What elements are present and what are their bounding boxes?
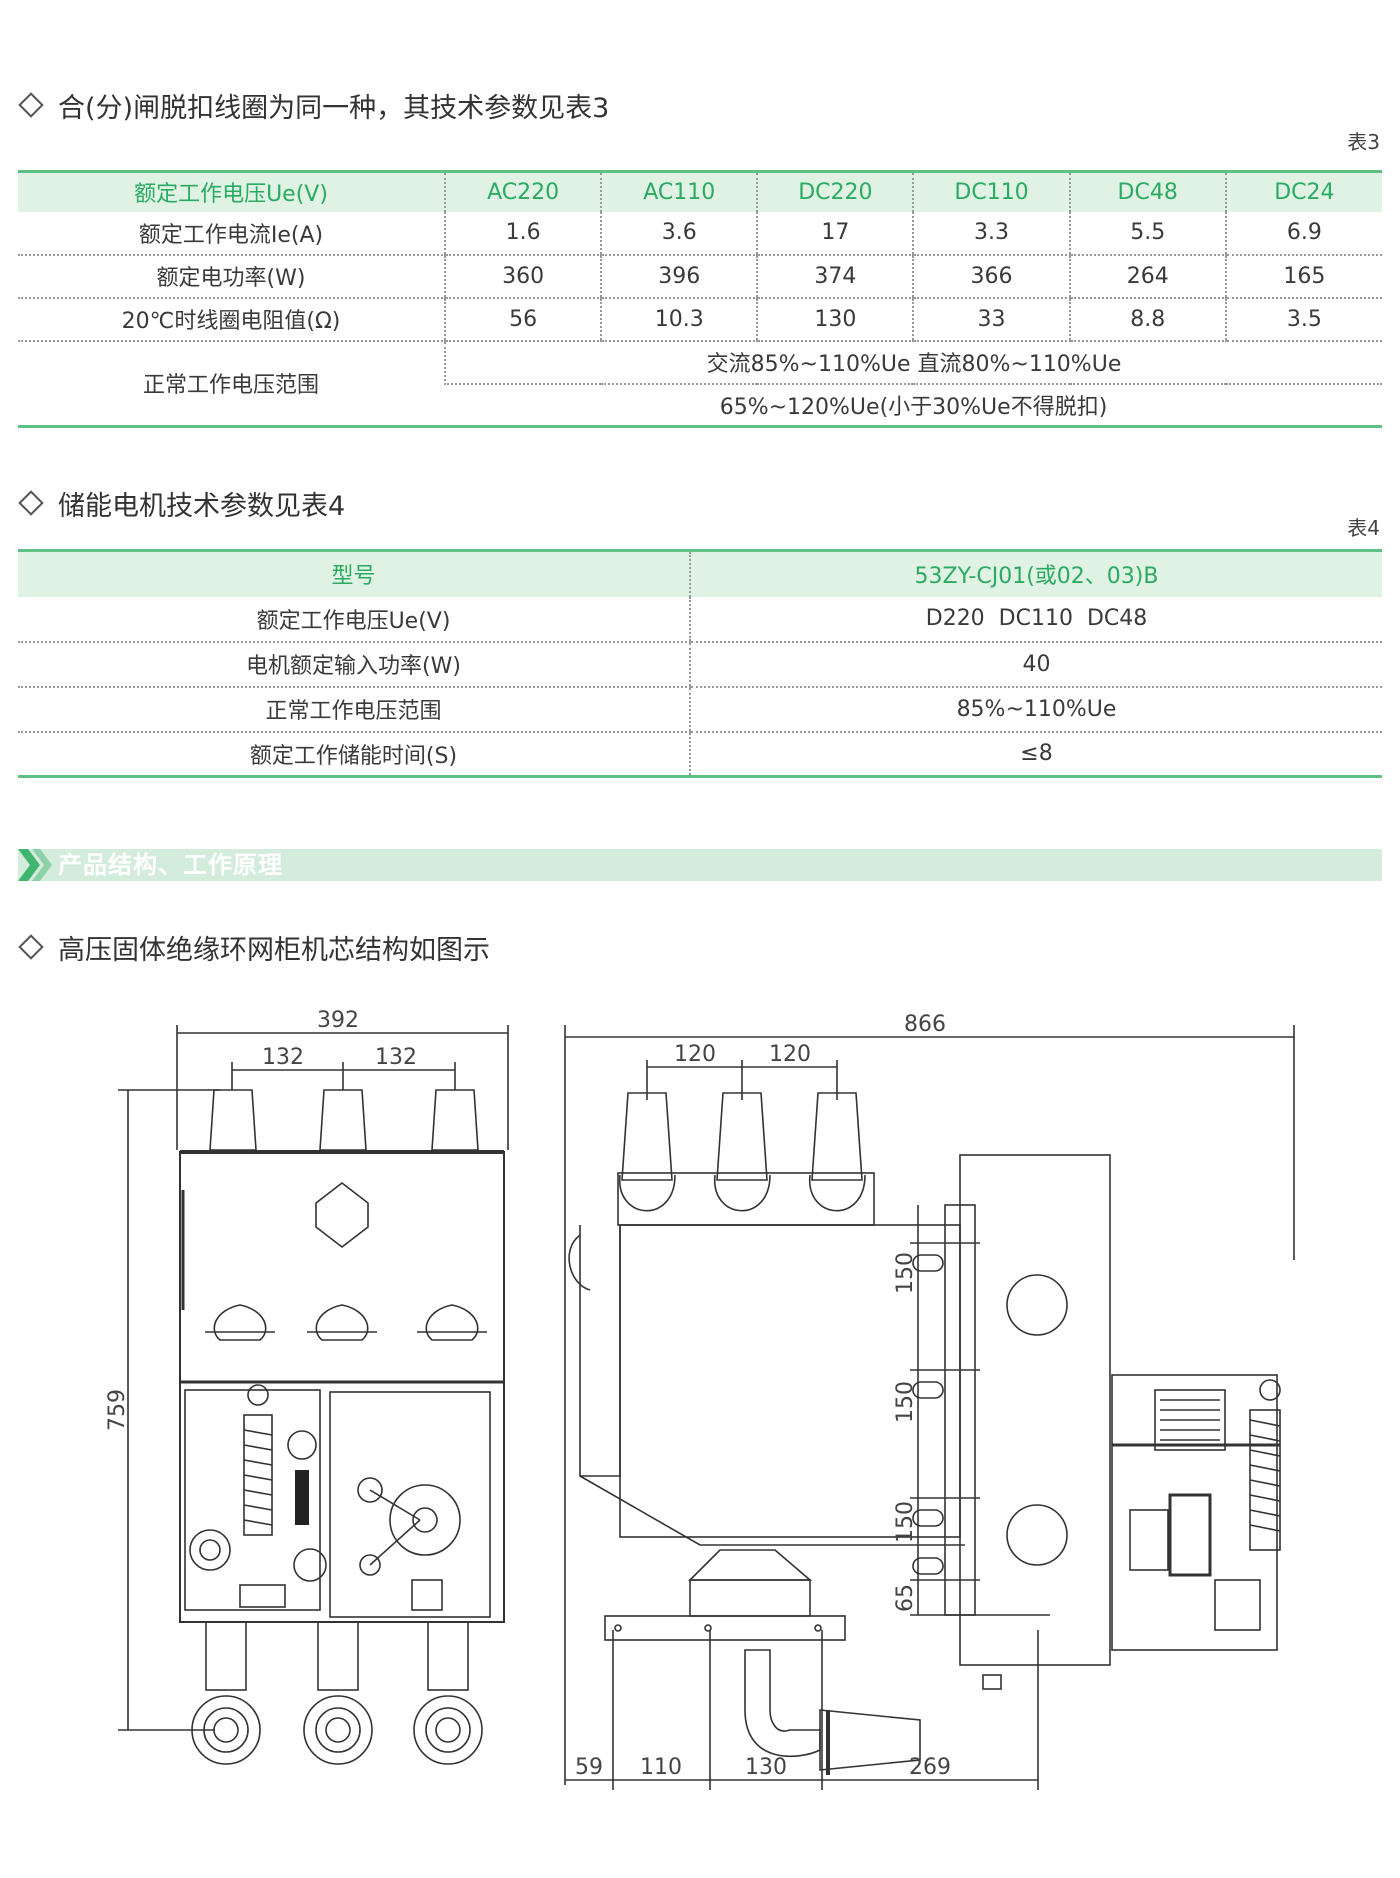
row-label: 额定工作电流Ie(A) [18,211,445,256]
left-view [118,1025,509,1765]
dim-label: 120 [674,1042,716,1067]
table-cell: 56 [443,297,602,342]
dim-label: 132 [375,1045,417,1070]
diamond-bullet-icon [18,490,44,516]
table-cell: 130 [756,297,914,342]
dim-label: 150 [893,1252,918,1294]
table-row: 电机额定输入功率(W) 40 [18,641,1382,688]
diamond-bullet-icon [18,934,44,960]
header-cell: AC220 [443,170,602,212]
table-cell: 396 [600,254,758,299]
dim-label: 130 [745,1755,787,1780]
header-cell: DC220 [756,170,914,212]
dim-label: 65 [893,1584,918,1612]
table-cell: 264 [1068,254,1226,299]
table-cell: 5.5 [1068,211,1226,256]
table-cell: 10.3 [600,297,758,342]
table-header-row: 型号 53ZY-CJ01(或02、03)B [18,549,1382,597]
table-row: 额定工作电流Ie(A) 1.6 3.6 17 3.3 5.5 6.9 [18,211,1382,256]
dim-label: 150 [893,1501,918,1543]
table-cell: 3.3 [912,211,1070,256]
table-cell: 374 [756,254,914,299]
table-cell: 6.9 [1224,211,1382,256]
table-cell: ≤8 [689,731,1382,778]
section-heading-motor: 储能电机技术参数见表4 [18,484,345,523]
section-heading-structure: 高压固体绝缘环网柜机芯结构如图示 [18,928,490,967]
table-cell: 40 [689,641,1382,688]
motor-spec-table: 型号 53ZY-CJ01(或02、03)B 额定工作电压Ue(V) D220 D… [18,549,1382,778]
dim-label: 392 [317,1008,359,1033]
table-row: 正常工作电压范围 交流85%~110%Ue 直流80%~110%Ue [18,340,1382,428]
coil-spec-table: 额定工作电压Ue(V) AC220 AC110 DC220 DC110 DC48… [18,170,1382,428]
banner-title: 产品结构、工作原理 [58,851,283,879]
table-cell: 360 [443,254,602,299]
header-cell: DC110 [912,170,1070,212]
table-cell: 17 [756,211,914,256]
section-banner: 产品结构、工作原理 [18,849,1382,881]
row-label: 额定工作储能时间(S) [18,731,690,778]
dim-label: 120 [769,1042,811,1067]
header-cell: 额定工作电压Ue(V) [18,170,445,212]
section-heading-coil: 合(分)闸脱扣线圈为同一种，其技术参数见表3 [18,86,609,125]
table-row: 额定工作电压Ue(V) D220 DC110 DC48 [18,596,1382,643]
table-cell: D220 DC110 DC48 [689,596,1382,643]
dim-label: 150 [893,1381,918,1423]
table-cell: 165 [1224,254,1382,299]
row-label: 正常工作电压范围 [18,686,690,733]
table-label: 表4 [1347,516,1380,540]
dim-label: 269 [909,1755,951,1780]
table-header-row: 额定工作电压Ue(V) AC220 AC110 DC220 DC110 DC48… [18,170,1382,212]
structure-drawing: 392 132 132 759 866 120 120 150 150 150 … [105,1008,1295,1790]
table-row: 额定电功率(W) 360 396 374 366 264 165 [18,254,1382,299]
dim-label: 759 [105,1389,130,1431]
dim-label: 59 [575,1755,603,1780]
table-cell: 366 [912,254,1070,299]
row-label: 20℃时线圈电阻值(Ω) [18,297,445,342]
table-cell: 33 [912,297,1070,342]
table-cell: 65%~120%Ue(小于30%Ue不得脱扣) [445,383,1382,428]
dim-label: 132 [262,1045,304,1070]
header-cell: 型号 [18,549,690,597]
table-cell: 3.5 [1224,297,1382,342]
table-row: 正常工作电压范围 85%~110%Ue [18,686,1382,733]
row-label: 额定电功率(W) [18,254,445,299]
row-label: 额定工作电压Ue(V) [18,596,690,643]
dim-label: 866 [904,1012,946,1037]
row-label: 正常工作电压范围 [18,340,445,428]
header-cell: DC48 [1068,170,1226,212]
header-cell: 53ZY-CJ01(或02、03)B [689,549,1382,597]
table-cell: 1.6 [443,211,602,256]
table-cell: 交流85%~110%Ue 直流80%~110%Ue [444,340,1382,385]
header-cell: DC24 [1224,170,1382,212]
row-label: 电机额定输入功率(W) [18,641,690,688]
table-cell: 8.8 [1068,297,1226,342]
header-cell: AC110 [600,170,758,212]
table-cell: 85%~110%Ue [689,686,1382,733]
right-view [564,1025,1295,1790]
table-label: 表3 [1347,130,1380,154]
diamond-bullet-icon [18,92,44,118]
table-row: 65%~120%Ue(小于30%Ue不得脱扣) [18,383,1382,428]
table-row: 20℃时线圈电阻值(Ω) 56 10.3 130 33 8.8 3.5 [18,297,1382,342]
dim-label: 110 [640,1755,682,1780]
table-cell: 3.6 [600,211,758,256]
table-row: 额定工作储能时间(S) ≤8 [18,731,1382,778]
chevron-right-icon [18,849,52,881]
